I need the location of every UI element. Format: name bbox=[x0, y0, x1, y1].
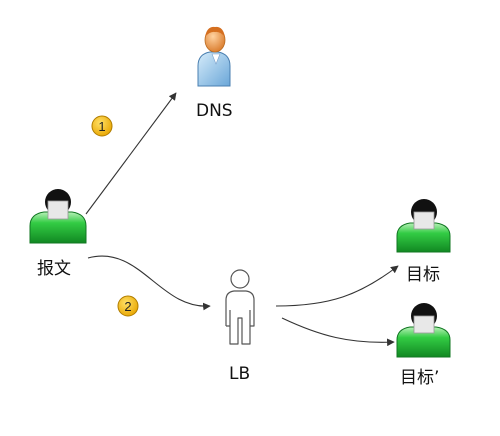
lb-label: LB bbox=[229, 364, 251, 384]
step-number: 1 bbox=[98, 119, 105, 134]
step-badge-1: 1 bbox=[91, 115, 113, 137]
target-label: 目标 bbox=[406, 265, 440, 285]
arrow-lb-to-target-b bbox=[281, 317, 395, 347]
lb-user-outline-icon bbox=[225, 269, 255, 345]
dns-user-icon bbox=[197, 26, 231, 87]
client-label: 报文 bbox=[37, 259, 71, 279]
step-badge-2: 2 bbox=[117, 295, 139, 317]
arrow-client-to-lb bbox=[87, 255, 211, 311]
arrow-lb-to-target bbox=[275, 265, 399, 307]
target-user-icon bbox=[396, 199, 451, 253]
dns-label: DNS bbox=[196, 101, 233, 121]
client-user-icon bbox=[29, 189, 87, 244]
target-b-user-icon bbox=[396, 303, 451, 358]
arrow-client-to-dns bbox=[85, 92, 177, 215]
step-number: 2 bbox=[124, 299, 131, 314]
target-b-label: 目标’ bbox=[400, 368, 440, 388]
